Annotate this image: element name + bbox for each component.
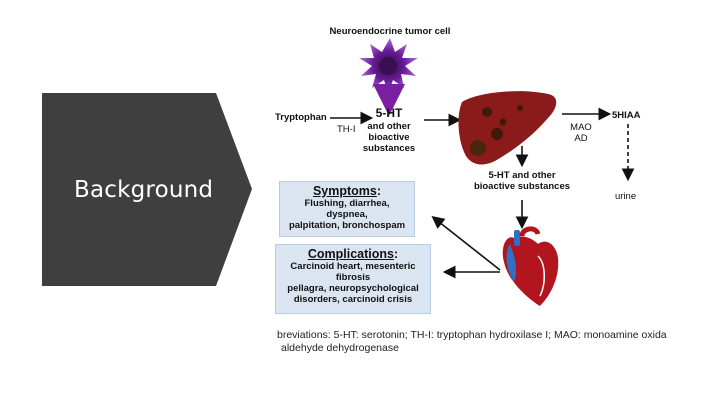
complications-line-3: pellagra, neuropsychological <box>287 283 419 294</box>
5ht-sub-1: and other <box>367 121 411 132</box>
abbreviations-line-2: aldehyde dehydrogenase <box>281 342 399 354</box>
abbreviations: breviations: 5-HT: serotonin; TH-I: tryp… <box>277 329 667 355</box>
mao-label: MAO <box>570 122 592 133</box>
5ht-sub-3: substances <box>362 143 416 154</box>
to-symptoms-arrow <box>431 216 501 271</box>
5hiaa-label: 5HIAA <box>612 110 641 121</box>
tryptophan-label: Tryptophan <box>275 112 327 123</box>
complications-line-2: fibrosis <box>335 272 371 283</box>
complications-line-1: Carcinoid heart, mesenteric <box>290 261 416 272</box>
liver-output-1: 5-HT and other <box>488 170 556 181</box>
ad-label: AD <box>574 133 588 144</box>
5ht-title: 5-HT <box>375 106 403 120</box>
liver-output-2: bioactive substances <box>473 181 571 192</box>
th-i-label: TH-I <box>337 124 356 135</box>
slide-title: Background <box>74 177 214 203</box>
complications-line-4: disorders, carcinoid crisis <box>293 294 413 305</box>
liver-icon <box>458 91 557 165</box>
urine-label: urine <box>615 191 637 202</box>
complications-box: Complications: Carcinoid heart, mesenter… <box>275 244 431 314</box>
heart-icon <box>502 226 559 306</box>
symptoms-line-2: dyspnea, <box>326 209 368 220</box>
5ht-sub-2: bioactive <box>368 132 410 143</box>
tumor-label: Neuroendocrine tumor cell <box>329 26 451 37</box>
symptoms-line-3: palpitation, bronchospam <box>288 220 406 231</box>
abbreviations-line-1: breviations: 5-HT: serotonin; TH-I: tryp… <box>277 329 667 341</box>
symptoms-title: Symptoms: <box>312 184 382 198</box>
symptoms-box: Symptoms: Flushing, diarrhea, dyspnea, p… <box>279 181 415 237</box>
tumor-cell-icon <box>359 38 418 94</box>
symptoms-line-1: Flushing, diarrhea, <box>304 198 390 209</box>
complications-title: Complications: <box>307 247 399 261</box>
